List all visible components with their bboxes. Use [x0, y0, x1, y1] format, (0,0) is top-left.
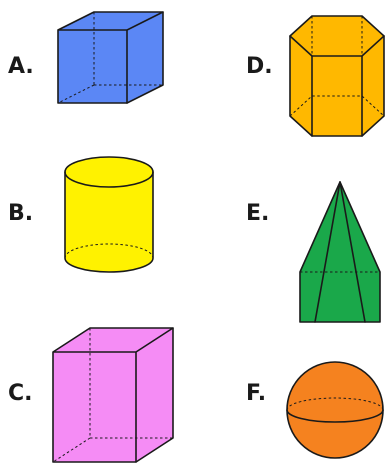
label-d: D.: [246, 54, 273, 79]
label-e: E.: [246, 201, 270, 226]
label-b: B.: [8, 201, 34, 226]
cylinder-fill: [65, 157, 153, 272]
label-c: C.: [8, 381, 33, 406]
label-f: F.: [246, 381, 267, 406]
rectangular-prism-fill: [53, 328, 173, 462]
cube-fill: [58, 12, 163, 103]
hexagonal-prism-fill: [290, 16, 384, 136]
square-pyramid-fill: [300, 182, 380, 322]
sphere-fill: [287, 362, 383, 458]
label-a: A.: [8, 54, 34, 79]
